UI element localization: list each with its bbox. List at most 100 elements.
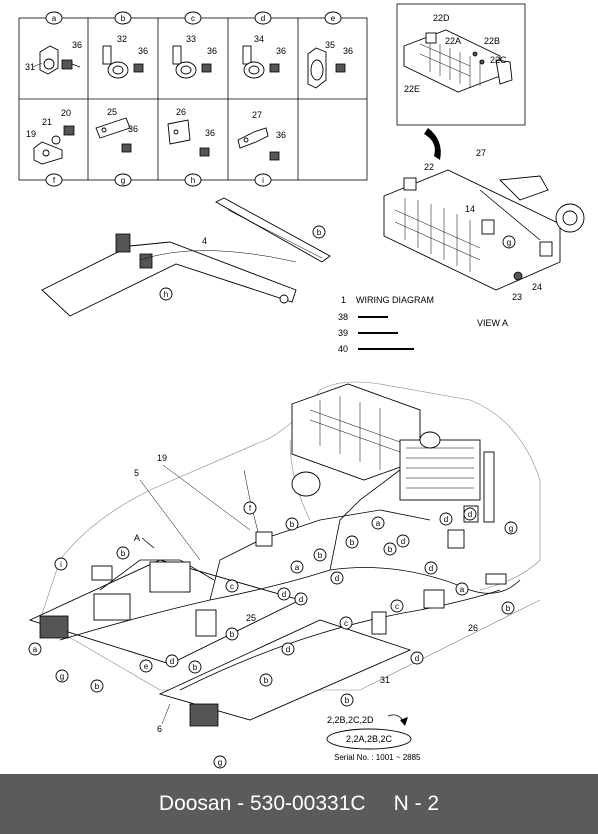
- callout-d-main-8: d: [463, 507, 477, 521]
- view-a-label: VIEW A: [477, 318, 508, 328]
- svg-text:g: g: [507, 238, 511, 247]
- callout-g-view-a: g: [502, 235, 516, 249]
- svg-text:b: b: [121, 549, 126, 558]
- footer-brand: Doosan: [158, 792, 232, 815]
- callout-d-main-6: d: [396, 534, 410, 548]
- svg-text:20: 20: [61, 108, 71, 118]
- svg-text:6: 6: [157, 724, 162, 734]
- serial-number: Serial No. : 1001 ~ 2885: [334, 753, 421, 762]
- svg-text:22C: 22C: [490, 55, 507, 65]
- subassembly-label-1: 2,2B,2C,2D: [327, 715, 374, 725]
- relay-box-detail: [396, 3, 526, 126]
- svg-text:39: 39: [338, 328, 348, 338]
- svg-text:24: 24: [532, 282, 542, 292]
- svg-text:g: g: [218, 758, 222, 767]
- callout-d-main-2: d: [277, 587, 291, 601]
- view-a-marker: A: [134, 533, 140, 543]
- callout-g-main-bottom: g: [213, 755, 227, 769]
- svg-text:h: h: [164, 290, 168, 299]
- callout-h-boom: h: [159, 287, 173, 301]
- callout-d-main-4: d: [294, 592, 308, 606]
- callout-a-main-center: a: [290, 560, 304, 574]
- svg-text:g: g: [509, 524, 513, 533]
- subassembly-label-2: 2,2A,2B,2C: [346, 734, 393, 744]
- svg-text:b: b: [388, 545, 393, 554]
- callout-a-main-right: a: [371, 516, 385, 530]
- callout-b-main-8: b: [345, 535, 359, 549]
- svg-text:26: 26: [468, 623, 478, 633]
- svg-text:36: 36: [128, 124, 138, 134]
- callout-b-main-4: b: [225, 627, 239, 641]
- svg-text:d: d: [401, 537, 405, 546]
- svg-text:d: d: [429, 564, 433, 573]
- svg-text:19: 19: [26, 129, 36, 139]
- svg-text:22E: 22E: [404, 84, 420, 94]
- svg-text:32: 32: [117, 34, 127, 44]
- svg-text:36: 36: [276, 46, 286, 56]
- svg-text:38: 38: [338, 312, 348, 322]
- svg-text:22: 22: [424, 162, 434, 172]
- svg-text:d: d: [261, 14, 265, 23]
- grid-letter-c: c: [184, 11, 202, 25]
- callout-d-main-7: d: [439, 512, 453, 526]
- svg-text:23: 23: [512, 292, 522, 302]
- wiring-harness-diagram: a b c d e f g h: [18, 3, 585, 769]
- grid-letter-d: d: [254, 11, 272, 25]
- svg-text:35: 35: [325, 40, 335, 50]
- svg-text:a: a: [460, 585, 465, 594]
- callout-g-main-right: g: [504, 521, 518, 535]
- clamp-32-drawing: [102, 45, 144, 79]
- footer-bar: Doosan - 530-00331C N - 2: [0, 774, 598, 834]
- wiring-diagram-legend: 1 WIRING DIAGRAM 38 39 40: [338, 295, 434, 354]
- svg-text:a: a: [376, 519, 381, 528]
- callout-i-main: i: [54, 557, 68, 571]
- callout-a-main-left: a: [28, 642, 42, 656]
- svg-text:c: c: [191, 14, 195, 23]
- svg-text:d: d: [468, 510, 472, 519]
- svg-text:27: 27: [252, 110, 262, 120]
- grid-letter-a: a: [45, 11, 63, 25]
- callout-d-main-9: d: [424, 561, 438, 575]
- svg-text:d: d: [170, 657, 174, 666]
- machine-frame: [28, 381, 541, 727]
- footer-page: N - 2: [393, 792, 440, 815]
- svg-text:a: a: [295, 563, 300, 572]
- svg-text:5: 5: [134, 468, 139, 478]
- svg-text:36: 36: [205, 128, 215, 138]
- svg-text:c: c: [395, 602, 399, 611]
- clamp-34-drawing: [242, 45, 280, 79]
- svg-text:d: d: [286, 645, 290, 654]
- callout-d-main-1: d: [165, 654, 179, 668]
- svg-text:25: 25: [107, 107, 117, 117]
- grid-letter-b: b: [114, 11, 132, 25]
- callout-c-main-1: c: [225, 579, 239, 593]
- svg-text:b: b: [290, 520, 295, 529]
- svg-text:27: 27: [476, 148, 486, 158]
- svg-text:g: g: [121, 176, 125, 185]
- svg-text:22B: 22B: [484, 36, 500, 46]
- svg-text:b: b: [350, 538, 355, 547]
- svg-text:i: i: [262, 176, 264, 185]
- callout-g-main-left: g: [55, 669, 69, 683]
- svg-text:f: f: [249, 504, 252, 513]
- detail-pointer-arrow: [424, 128, 441, 160]
- callout-a-main-far-right: a: [455, 582, 469, 596]
- svg-text:36: 36: [276, 130, 286, 140]
- svg-text:i: i: [60, 560, 62, 569]
- clamp-31-drawing: [39, 45, 81, 75]
- svg-text:d: d: [444, 515, 448, 524]
- svg-text:34: 34: [254, 34, 264, 44]
- clamp-grid: a b c d e f g h: [18, 11, 368, 187]
- plate-25-drawing: [95, 117, 132, 153]
- callout-f-main: f: [243, 501, 257, 515]
- grid-letter-h: h: [184, 173, 202, 187]
- svg-text:b: b: [317, 228, 322, 237]
- svg-text:d: d: [299, 595, 303, 604]
- svg-text:e: e: [144, 662, 149, 671]
- svg-text:33: 33: [186, 34, 196, 44]
- grid-letter-f: f: [45, 173, 63, 187]
- plate-26-drawing: [167, 119, 210, 157]
- callout-b-boom: b: [312, 225, 326, 239]
- svg-text:21: 21: [42, 117, 52, 127]
